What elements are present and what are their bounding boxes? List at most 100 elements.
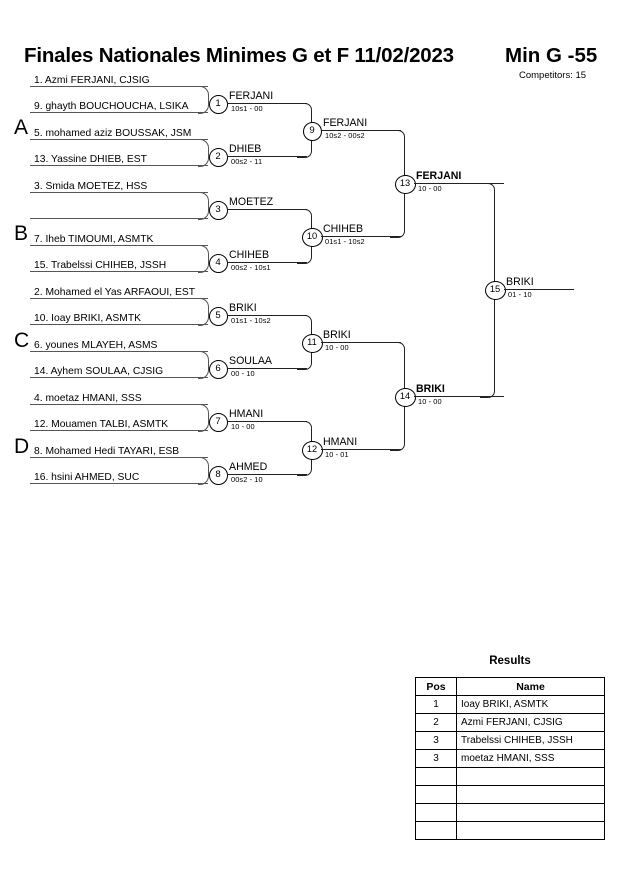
match-node-2[interactable]: 2	[208, 147, 228, 167]
section-label-D: D	[14, 435, 30, 458]
match-joiner-7	[198, 404, 209, 432]
r3-winner-line-14	[414, 396, 504, 397]
r1-winner-line-1	[227, 103, 307, 104]
r3-winner-14: BRIKI	[416, 383, 445, 395]
r1-winner-4: CHIHEB	[229, 249, 270, 261]
section-label-C: C	[14, 329, 30, 352]
match-node-7[interactable]: 7	[208, 412, 228, 432]
match-node-11[interactable]: 11	[301, 333, 323, 353]
r1-winner-line-7	[227, 421, 307, 422]
r2-score-11: 10 - 00	[325, 343, 349, 352]
results-row-name: Trabelssi CHIHEB, JSSH	[456, 731, 605, 750]
entrant-name-5: 3. Smida MOETEZ, HSS	[34, 181, 148, 192]
entrant-line-12	[30, 377, 208, 378]
entrant-name-15: 8. Mohamed Hedi TAYARI, ESB	[34, 446, 180, 457]
entrant-line-1	[30, 86, 208, 87]
r1-winner-line-3	[227, 209, 307, 210]
match-joiner-1	[198, 86, 209, 114]
results-row	[415, 767, 605, 786]
results-row-pos: 3	[415, 731, 457, 750]
r2-winner-12: HMANI	[323, 436, 358, 448]
results-row-name: Azmi FERJANI, CJSIG	[456, 713, 605, 732]
entrant-line-7	[30, 245, 208, 246]
r1-winner-1: FERJANI	[229, 90, 274, 102]
results-row-pos	[415, 767, 457, 786]
r1-winner-3: MOETEZ	[229, 196, 274, 208]
final-score-15: 01 - 10	[508, 290, 532, 299]
r1-winner-line-2	[227, 156, 307, 157]
r1-score-6: 00 - 10	[231, 369, 255, 378]
entrant-name-4: 13. Yassine DHIEB, EST	[34, 154, 147, 165]
match-node-5[interactable]: 5	[208, 306, 228, 326]
entrant-line-16	[30, 483, 208, 484]
match-node-12[interactable]: 12	[301, 440, 323, 460]
entrant-line-2	[30, 112, 208, 113]
results-row-name	[456, 785, 605, 804]
competitors-count: Competitors: 15	[519, 70, 587, 81]
entrant-name-10: 10. Ioay BRIKI, ASMTK	[34, 313, 142, 324]
match-node-6[interactable]: 6	[208, 359, 228, 379]
match-node-14[interactable]: 14	[394, 387, 416, 407]
r2-winner-line-9	[321, 130, 401, 131]
r1-winner-line-8	[227, 474, 307, 475]
r1-score-4: 00s2 - 10s1	[231, 263, 271, 272]
results-row-pos: 3	[415, 749, 457, 768]
match-node-4[interactable]: 4	[208, 253, 228, 273]
results-row-name: moetaz HMANI, SSS	[456, 749, 605, 768]
r3-score-13: 10 - 00	[418, 184, 442, 193]
r2-score-12: 10 - 01	[325, 450, 349, 459]
results-row	[415, 821, 605, 840]
r1-score-1: 10s1 - 00	[231, 104, 263, 113]
match-joiner-4	[198, 245, 209, 273]
match-node-15[interactable]: 15	[484, 280, 506, 300]
results-col-pos: Pos	[415, 677, 457, 696]
results-row-pos	[415, 803, 457, 822]
r2-winner-9: FERJANI	[323, 117, 368, 129]
category-title: Min G -55	[505, 44, 598, 67]
match-joiner-8	[198, 457, 209, 485]
match-node-1[interactable]: 1	[208, 94, 228, 114]
section-label-A: A	[14, 116, 29, 139]
r1-winner-line-5	[227, 315, 307, 316]
final-winner-15: BRIKI	[506, 276, 534, 288]
results-row-name	[456, 821, 605, 840]
results-row-name	[456, 803, 605, 822]
results-row	[415, 785, 605, 804]
results-row-pos	[415, 821, 457, 840]
match-joiner-6	[198, 351, 209, 379]
entrant-line-10	[30, 324, 208, 325]
entrant-line-8	[30, 271, 208, 272]
match-joiner-3	[198, 192, 209, 220]
match-node-8[interactable]: 8	[208, 465, 228, 485]
match-node-9[interactable]: 9	[302, 121, 322, 141]
r1-winner-8: AHMED	[229, 461, 268, 473]
entrant-name-7: 7. Iheb TIMOUMI, ASMTK	[34, 234, 154, 245]
section-label-B: B	[14, 222, 29, 245]
entrant-name-16: 16. hsini AHMED, SUC	[34, 472, 140, 483]
results-row-pos	[415, 785, 457, 804]
results-row-name: Ioay BRIKI, ASMTK	[456, 695, 605, 714]
match-joiner-2	[198, 139, 209, 167]
results-row	[415, 803, 605, 822]
match-node-10[interactable]: 10	[301, 227, 323, 247]
entrant-line-13	[30, 404, 208, 405]
r2-winner-line-12	[321, 449, 401, 450]
r2-score-9: 10s2 - 00s2	[325, 131, 365, 140]
results-col-name: Name	[456, 677, 605, 696]
entrant-line-14	[30, 430, 208, 431]
match-node-3[interactable]: 3	[208, 200, 228, 220]
r2-score-10: 01s1 - 10s2	[325, 237, 365, 246]
entrant-line-4	[30, 165, 208, 166]
r1-winner-line-6	[227, 368, 307, 369]
page-title: Finales Nationales Minimes G et F 11/02/…	[24, 44, 454, 67]
results-row-pos: 2	[415, 713, 457, 732]
r2-winner-line-11	[321, 342, 401, 343]
match-node-13[interactable]: 13	[394, 174, 416, 194]
results-row-name	[456, 767, 605, 786]
r2-winner-11: BRIKI	[323, 329, 351, 341]
